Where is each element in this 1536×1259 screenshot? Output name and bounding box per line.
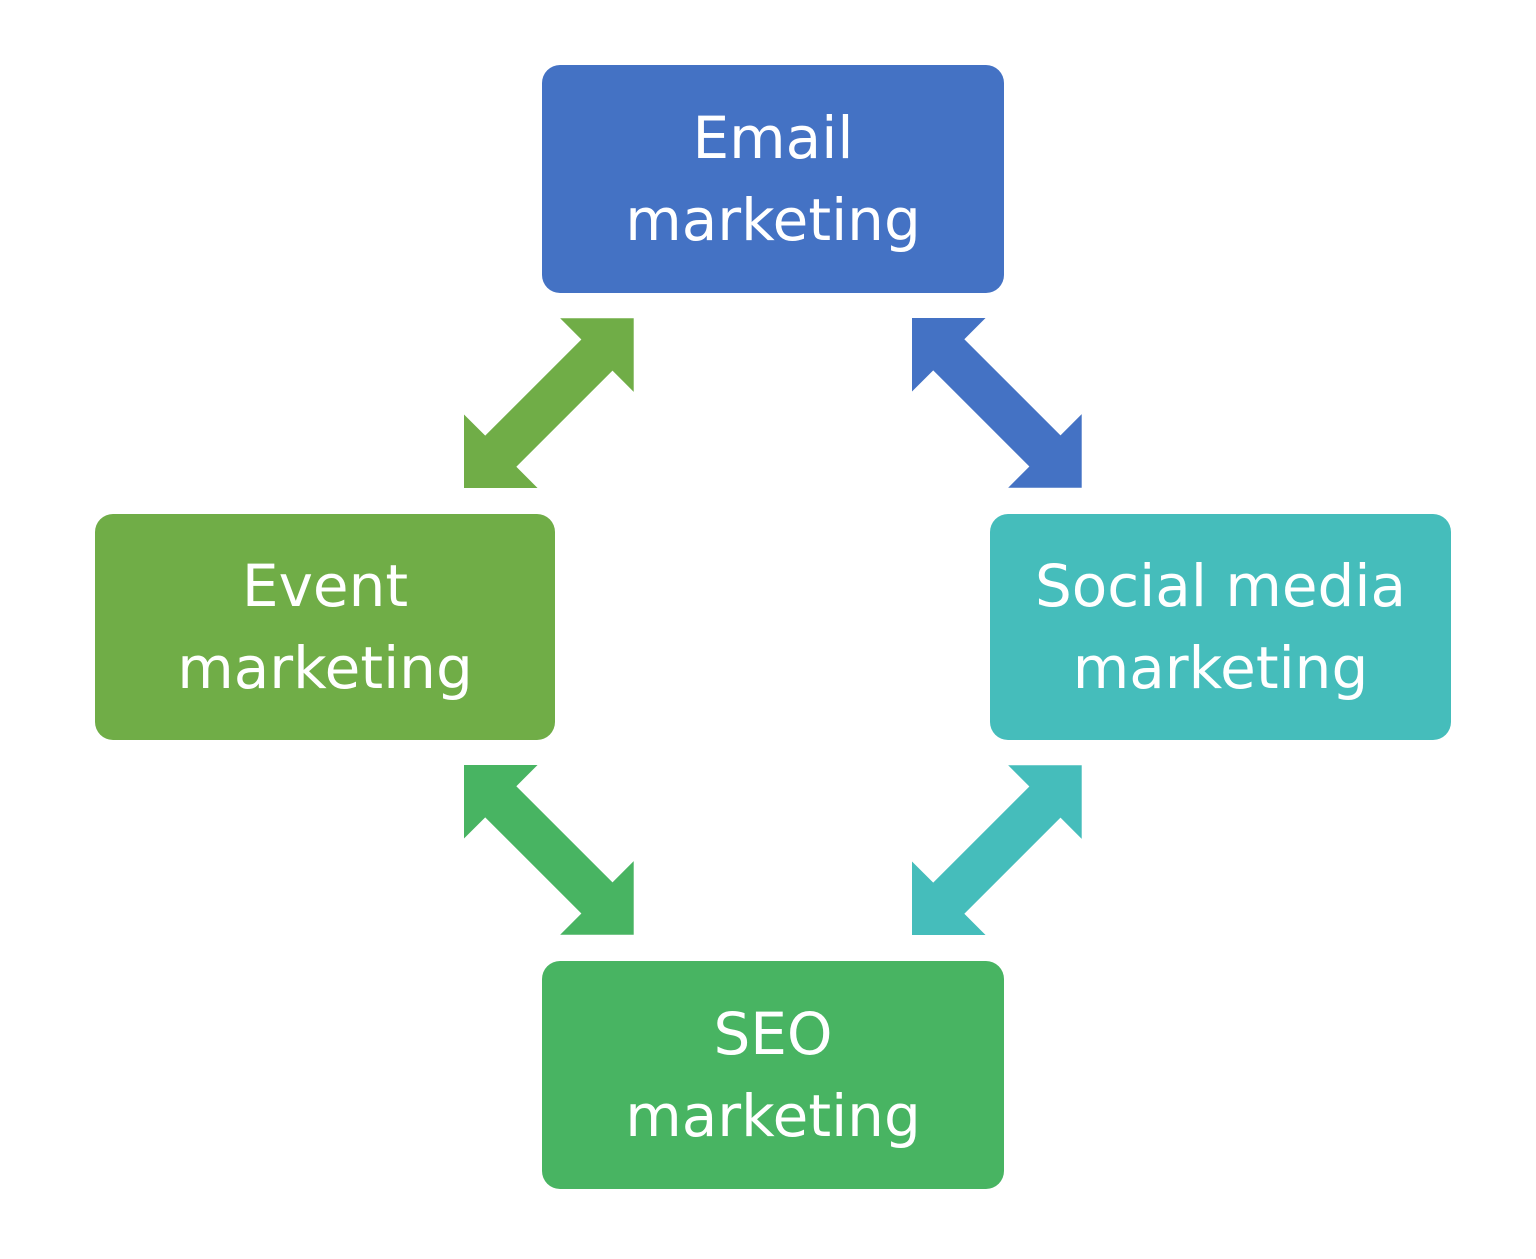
node-label-line2: marketing bbox=[625, 1082, 921, 1150]
arrow-email-social bbox=[875, 281, 1119, 525]
arrow-event-seo bbox=[427, 728, 671, 972]
node-event-marketing: Event marketing bbox=[95, 514, 555, 740]
node-social-media-marketing: Social media marketing bbox=[990, 514, 1451, 740]
node-label-line2: marketing bbox=[177, 634, 473, 702]
arrow-email-event bbox=[427, 281, 671, 525]
arrow-social-seo bbox=[875, 728, 1119, 972]
node-label-line1: SEO bbox=[713, 1000, 833, 1068]
node-label-line2: marketing bbox=[1072, 634, 1369, 702]
node-label-line1: Event bbox=[241, 552, 409, 620]
node-seo-marketing: SEO marketing bbox=[542, 961, 1004, 1189]
node-email-marketing: Email marketing bbox=[542, 65, 1004, 293]
node-label-line1: Email bbox=[692, 104, 854, 172]
node-label-line2: marketing bbox=[625, 186, 921, 254]
node-label-line1: Social media bbox=[1034, 552, 1407, 620]
